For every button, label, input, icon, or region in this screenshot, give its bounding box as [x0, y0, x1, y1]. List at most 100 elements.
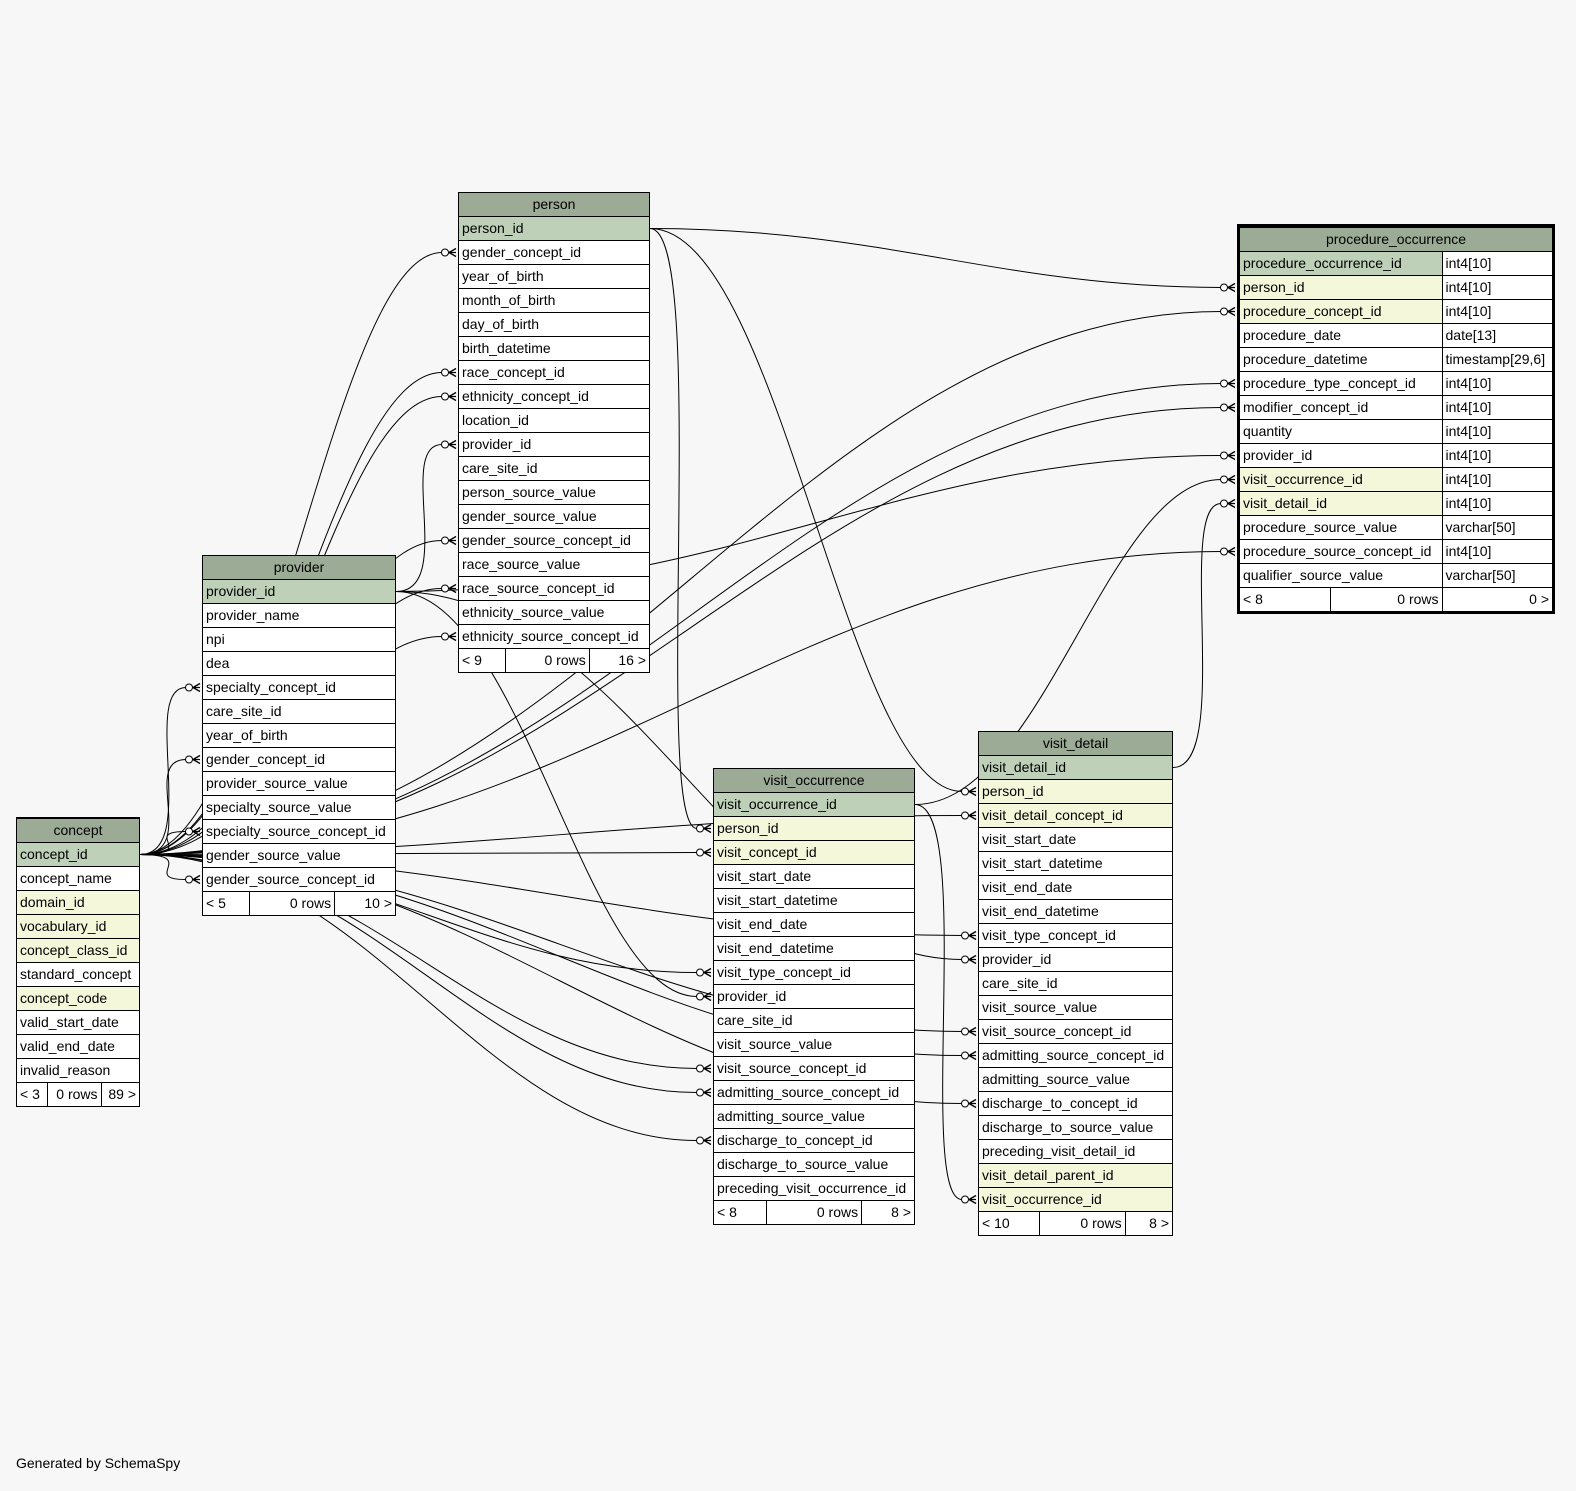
- children-link[interactable]: 10 >: [334, 891, 395, 915]
- column-row[interactable]: ethnicity_source_concept_id: [459, 624, 649, 649]
- column-row[interactable]: month_of_birth: [459, 288, 649, 313]
- column-row[interactable]: race_source_concept_id: [459, 576, 649, 601]
- table-title[interactable]: provider: [203, 556, 395, 580]
- column-row[interactable]: gender_concept_id: [203, 747, 395, 772]
- column-row[interactable]: person_id: [979, 779, 1172, 804]
- column-row[interactable]: preceding_visit_detail_id: [979, 1139, 1172, 1164]
- column-row[interactable]: provider_id: [979, 947, 1172, 972]
- column-row[interactable]: visit_detail_id: [979, 755, 1172, 780]
- column-row[interactable]: discharge_to_source_value: [714, 1152, 914, 1177]
- column-row[interactable]: ethnicity_concept_id: [459, 384, 649, 409]
- column-row[interactable]: domain_id: [17, 890, 139, 915]
- column-row[interactable]: discharge_to_concept_id: [714, 1128, 914, 1153]
- column-row[interactable]: admitting_source_concept_id: [979, 1043, 1172, 1068]
- column-row[interactable]: visit_start_datetime: [979, 851, 1172, 876]
- column-row[interactable]: person_id: [459, 216, 649, 241]
- parents-link[interactable]: < 8: [1240, 587, 1331, 611]
- column-row[interactable]: ethnicity_source_value: [459, 600, 649, 625]
- column-row[interactable]: gender_concept_id: [459, 240, 649, 265]
- table-title[interactable]: concept: [17, 818, 139, 843]
- column-row[interactable]: concept_name: [17, 866, 139, 891]
- column-row[interactable]: standard_concept: [17, 962, 139, 987]
- parents-link[interactable]: < 10: [979, 1211, 1041, 1235]
- column-row[interactable]: location_id: [459, 408, 649, 433]
- column-row[interactable]: visit_end_date: [979, 875, 1172, 900]
- children-link[interactable]: 89 >: [100, 1082, 139, 1106]
- column-row[interactable]: care_site_id: [459, 456, 649, 481]
- column-row[interactable]: concept_class_id: [17, 938, 139, 963]
- column-row[interactable]: specialty_concept_id: [203, 675, 395, 700]
- column-row[interactable]: provider_name: [203, 603, 395, 628]
- column-row[interactable]: visit_source_concept_id: [714, 1056, 914, 1081]
- column-row[interactable]: specialty_source_value: [203, 795, 395, 820]
- column-row[interactable]: provider_source_value: [203, 771, 395, 796]
- column-row[interactable]: discharge_to_concept_id: [979, 1091, 1172, 1116]
- column-row[interactable]: valid_end_date: [17, 1034, 139, 1059]
- column-row[interactable]: gender_source_concept_id: [203, 867, 395, 892]
- table-title[interactable]: procedure_occurrence: [1240, 227, 1552, 252]
- column-row[interactable]: visit_end_datetime: [979, 899, 1172, 924]
- column-row[interactable]: vocabulary_id: [17, 914, 139, 939]
- column-row[interactable]: year_of_birth: [203, 723, 395, 748]
- column-row[interactable]: concept_code: [17, 986, 139, 1011]
- column-row[interactable]: gender_source_value: [203, 843, 395, 868]
- column-row[interactable]: care_site_id: [203, 699, 395, 724]
- column-row[interactable]: admitting_source_value: [979, 1067, 1172, 1092]
- column-row[interactable]: gender_source_concept_id: [459, 528, 649, 553]
- column-row[interactable]: visit_type_concept_id: [714, 960, 914, 985]
- column-row[interactable]: visit_start_date: [979, 827, 1172, 852]
- column-row[interactable]: visit_start_date: [714, 864, 914, 889]
- column-row[interactable]: visit_concept_id: [714, 840, 914, 865]
- column-row[interactable]: day_of_birth: [459, 312, 649, 337]
- column-row[interactable]: visit_end_datetime: [714, 936, 914, 961]
- column-row[interactable]: admitting_source_value: [714, 1104, 914, 1129]
- column-row[interactable]: visit_end_date: [714, 912, 914, 937]
- column-row[interactable]: visit_source_value: [714, 1032, 914, 1057]
- table-title[interactable]: person: [459, 193, 649, 217]
- column-row[interactable]: specialty_source_concept_id: [203, 819, 395, 844]
- column-row[interactable]: person_source_value: [459, 480, 649, 505]
- column-row[interactable]: race_source_value: [459, 552, 649, 577]
- column-row[interactable]: visit_source_value: [979, 995, 1172, 1020]
- children-link[interactable]: 0 >: [1441, 587, 1552, 611]
- column-row[interactable]: valid_start_date: [17, 1010, 139, 1035]
- column-row[interactable]: provider_id: [203, 579, 395, 604]
- column-row[interactable]: gender_source_value: [459, 504, 649, 529]
- children-link[interactable]: 8 >: [1124, 1211, 1172, 1235]
- column-row[interactable]: race_concept_id: [459, 360, 649, 385]
- parents-link[interactable]: < 9: [459, 648, 506, 672]
- column-row[interactable]: npi: [203, 627, 395, 652]
- parents-link[interactable]: < 5: [203, 891, 250, 915]
- column-row[interactable]: invalid_reason: [17, 1058, 139, 1083]
- column-row[interactable]: visit_detail_concept_id: [979, 803, 1172, 828]
- column-row[interactable]: concept_id: [17, 842, 139, 867]
- parents-link[interactable]: < 8: [714, 1200, 767, 1224]
- column-row[interactable]: care_site_id: [714, 1008, 914, 1033]
- column-row[interactable]: year_of_birth: [459, 264, 649, 289]
- column-row[interactable]: discharge_to_source_value: [979, 1115, 1172, 1140]
- column-row[interactable]: birth_datetime: [459, 336, 649, 361]
- table-title[interactable]: visit_detail: [979, 732, 1172, 756]
- column-row[interactable]: care_site_id: [979, 971, 1172, 996]
- children-link[interactable]: 16 >: [588, 648, 649, 672]
- column-row[interactable]: visit_occurrence_id: [714, 792, 914, 817]
